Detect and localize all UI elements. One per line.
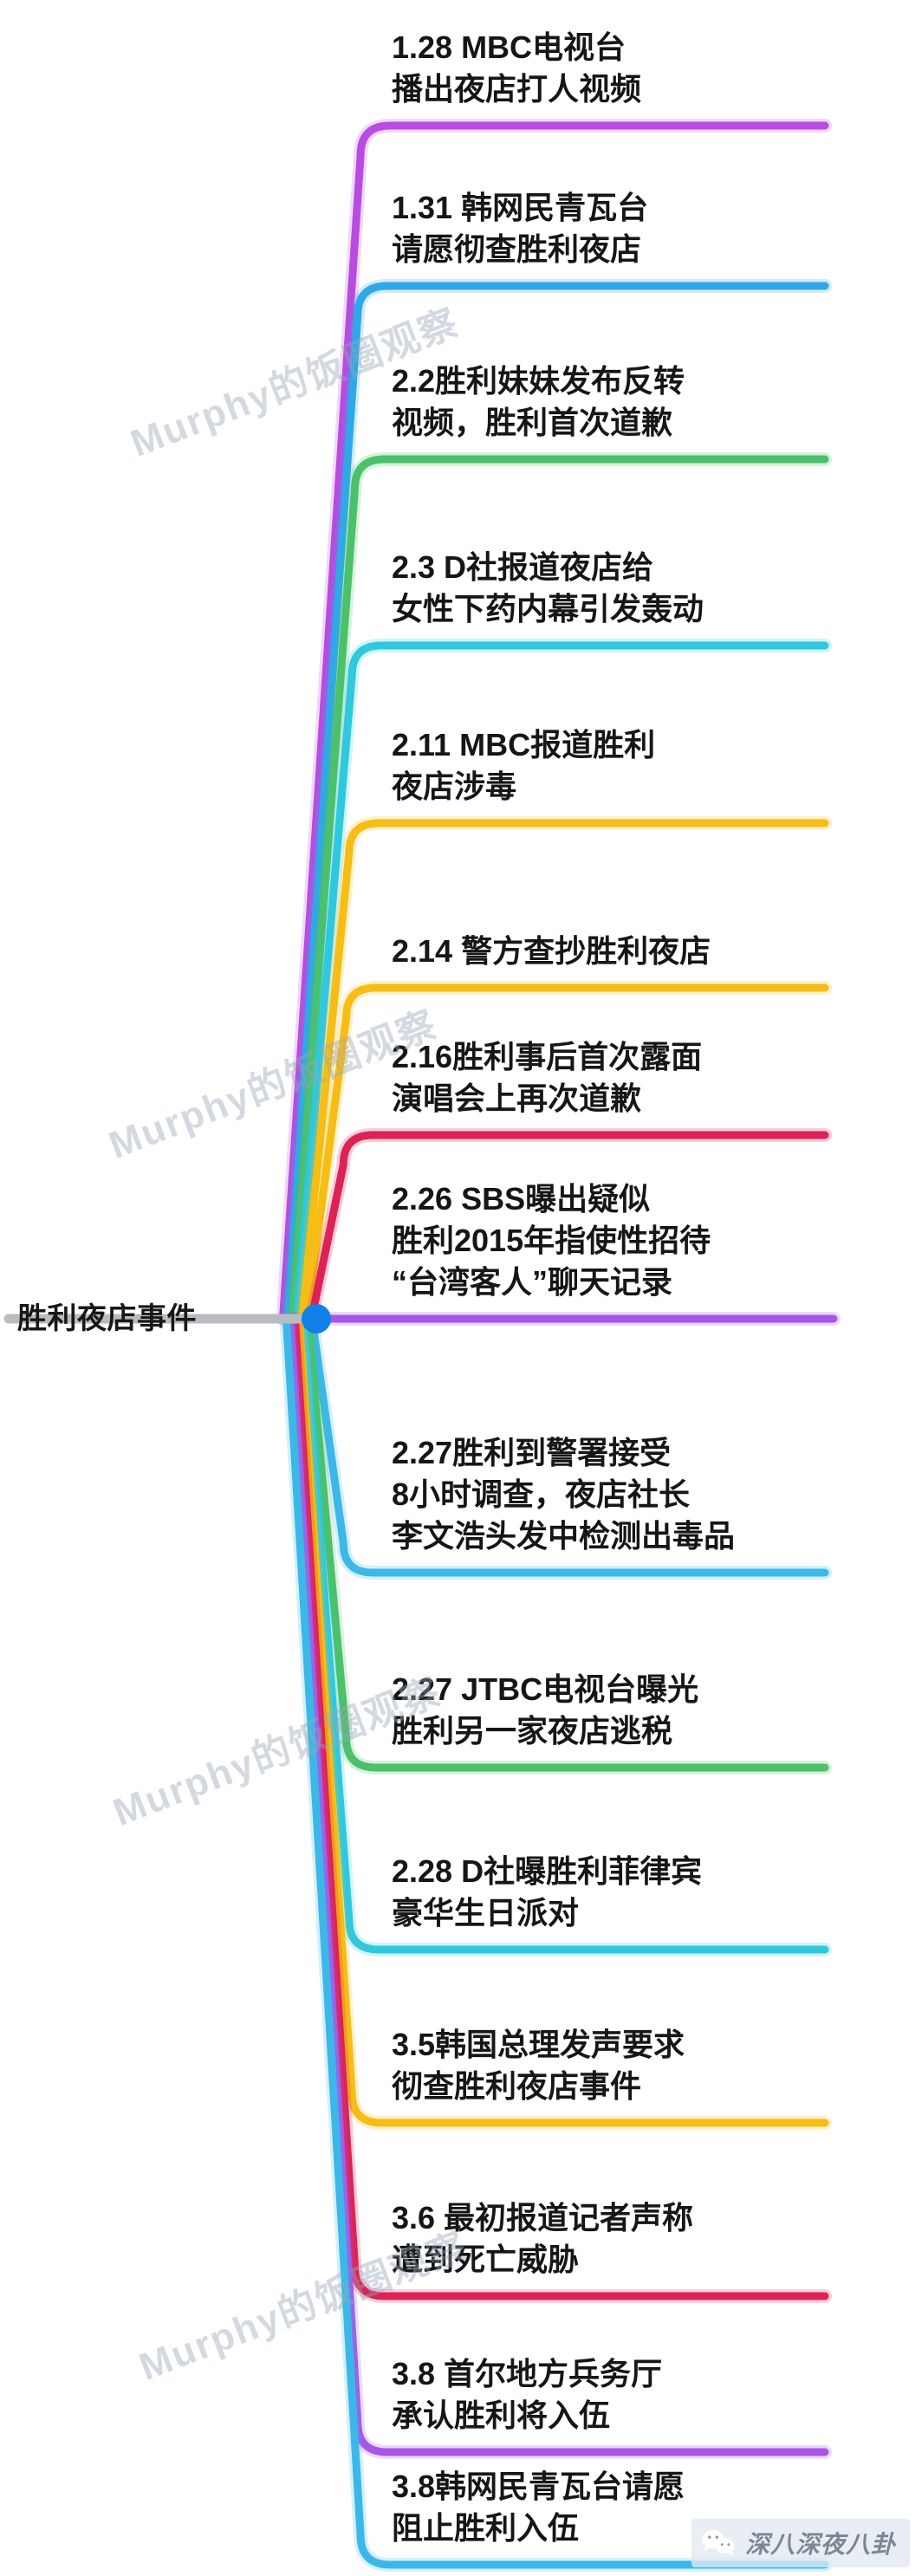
branch-text[interactable]: 1.31 韩网民青瓦台 请愿彻查胜利夜店 xyxy=(392,190,649,267)
branch-connector xyxy=(276,119,832,1326)
branch-text[interactable]: 2.3 D社报道夜店给 女性下药内幕引发轰动 xyxy=(392,549,704,626)
branch-text[interactable]: 3.5韩国总理发声要求 彻查胜利夜店事件 xyxy=(392,2027,685,2104)
branch-connector xyxy=(292,1312,832,2130)
branch-connector xyxy=(288,1312,832,2303)
wechat-icon xyxy=(702,2530,735,2556)
branch-connector xyxy=(295,816,832,1326)
branch-connector xyxy=(301,1312,832,1775)
branch-text[interactable]: 2.2胜利妹妹发布反转 视频，胜利首次道歉 xyxy=(392,363,685,440)
branch-text[interactable]: 3.6 最初报道记者声称 遭到死亡威胁 xyxy=(392,2200,694,2277)
root-node-label: 胜利夜店事件 xyxy=(17,1302,197,1335)
branch-text[interactable]: 3.8韩网民青瓦台请愿 阻止胜利入伍 xyxy=(392,2469,685,2546)
branch-connector xyxy=(305,1312,832,1580)
branch-text[interactable]: 2.28 D社曝胜利菲律宾 豪华生日派对 xyxy=(392,1853,703,1930)
branch-connector xyxy=(285,452,832,1326)
branch-text[interactable]: 2.27 JTBC电视台曝光 胜利另一家夜店逃税 xyxy=(392,1671,699,1749)
branch-text[interactable]: 2.11 MBC报道胜利 夜店涉毒 xyxy=(392,727,656,804)
branch-text[interactable]: 3.8 首尔地方兵务厅 承认胜利将入伍 xyxy=(392,2356,663,2433)
branch-connector xyxy=(296,1312,832,1956)
footer-badge-text: 深八深夜八卦 xyxy=(744,2531,896,2558)
branch-connector xyxy=(290,639,832,1326)
branch-text[interactable]: 1.28 MBC电视台 播出夜店打人视频 xyxy=(392,29,642,107)
branch-connector xyxy=(283,1312,832,2459)
branch-text[interactable]: 2.27胜利到警署接受 8小时调查，夜店社长 李文浩头发中检测出毒品 xyxy=(392,1435,736,1554)
root-node-dot[interactable] xyxy=(302,1304,331,1333)
branch-text[interactable]: 2.26 SBS曝出疑似 胜利2015年指使性招待 “台湾客人”聊天记录 xyxy=(392,1181,711,1300)
branch-text[interactable]: 2.14 警方查抄胜利夜店 xyxy=(392,933,711,969)
footer-badge: 深八深夜八卦 xyxy=(691,2519,910,2567)
branch-connector xyxy=(304,1128,832,1326)
branch-connector xyxy=(281,279,832,1326)
branch-text[interactable]: 2.16胜利事后首次露面 演唱会上再次道歉 xyxy=(392,1039,703,1116)
branch-connector xyxy=(279,1312,832,2572)
branch-connector xyxy=(300,981,832,1326)
